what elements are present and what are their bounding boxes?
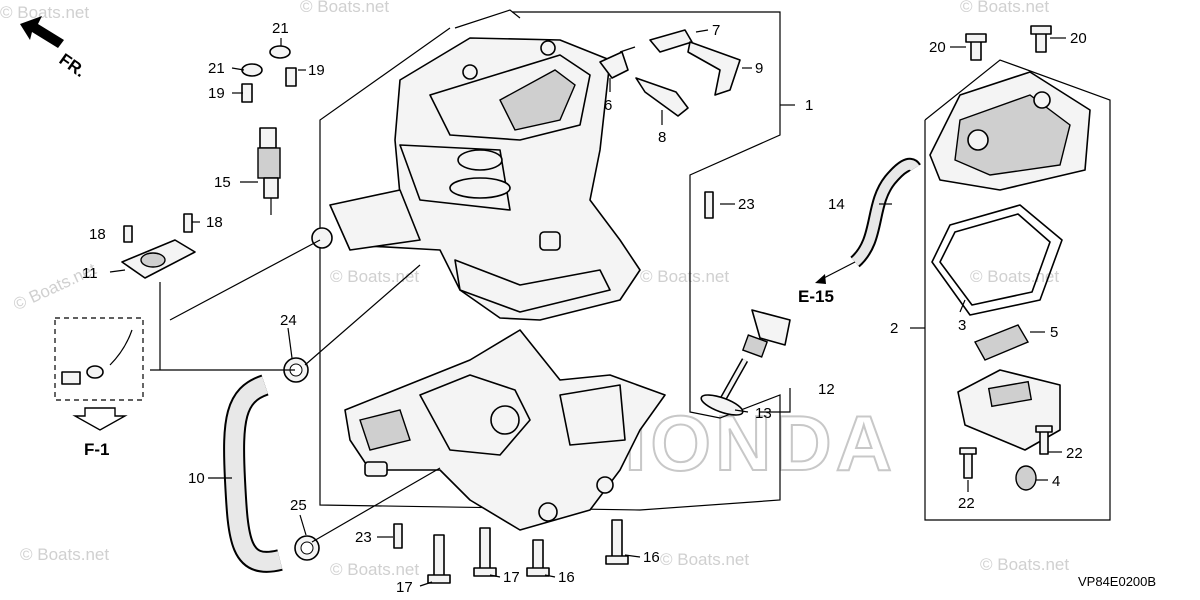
watermark-text: © Boats.net [20,545,109,564]
assembly-2-frame [924,59,1111,521]
label-part-24: 24 [280,312,297,329]
bolt-22b-icon [1035,425,1053,455]
assembly-1-frame [319,11,781,511]
label-part-13: 13 [755,405,772,422]
label-part-3: 3 [958,317,966,334]
watermark-text: © Boats.net [330,560,419,579]
label-part-16a: 16 [643,549,660,566]
label-part-16b: 16 [558,569,575,586]
leader-lines [109,29,1066,587]
label-part-21b: 21 [272,20,289,37]
breather-chamber [957,369,1061,451]
valve-rocker-parts [599,29,741,117]
watermark-text: © Boats.net [330,267,419,286]
part-labels: 1 2 3 4 5 6 7 8 9 10 11 12 13 14 15 16 1… [82,20,1087,596]
head-cover-gasket-inner [939,213,1051,306]
label-part-22b: 22 [958,495,975,512]
breather-plate [121,239,196,279]
label-part-1: 1 [805,97,813,114]
watermark-text: © Boats.net [0,3,89,22]
dipstick-gasket [700,394,744,416]
rocker-arm-6 [599,51,629,79]
breather-element [974,324,1030,361]
label-part-23a: 23 [738,196,755,213]
label-part-17b: 17 [503,569,520,586]
label-part-4: 4 [1052,473,1060,490]
watermark-text: © Boats.net [970,267,1059,286]
label-part-23b: 23 [355,529,372,546]
bolt-16a-icon [526,539,550,577]
label-part-2: 2 [890,320,898,337]
label-part-20a: 20 [929,39,946,56]
watermark-text: © Boats.net [960,0,1049,16]
leader-line [619,46,636,53]
label-part-10: 10 [188,470,205,487]
reference-arrow-icon [815,261,856,284]
label-part-15: 15 [214,174,231,191]
bolt-20a-icon [965,33,987,61]
bolt-16b-icon [605,519,629,565]
head-cover-gasket [931,204,1063,316]
nut-21a-icon [241,63,263,77]
ground-terminal [61,329,133,385]
front-direction-arrow-icon: FR. [20,16,89,81]
oil-dipstick [714,309,791,410]
label-part-8: 8 [658,129,666,146]
diagram-code: VP84E0200B [1078,574,1156,589]
rocker-arm-9 [687,41,741,96]
nut-21b-icon [269,45,291,59]
label-part-9: 9 [755,60,763,77]
reference-arrow-icon [72,407,128,431]
ref-e15-label: E-15 [798,287,834,306]
label-part-22a: 22 [1066,445,1083,462]
breather-hose-14 [851,159,920,266]
head-cover-frame [454,9,521,29]
label-part-25: 25 [290,497,307,514]
label-part-20b: 20 [1070,30,1087,47]
shaft-8 [635,77,689,117]
holder-7 [649,29,693,53]
bolt-17a-icon [427,534,451,584]
bolt-17b-icon [473,527,497,577]
watermark-text: © Boats.net [980,555,1069,574]
label-part-11: 11 [82,265,98,282]
label-part-7: 7 [712,22,720,39]
head-cover [929,71,1091,191]
engine-cylinder-block [311,37,641,321]
clamp-24-icon [283,357,309,383]
label-part-18b: 18 [206,214,223,231]
engine-crankcase [344,329,666,531]
label-part-12: 12 [818,381,835,398]
label-part-14: 14 [828,196,845,213]
label-part-5: 5 [1050,324,1058,341]
bolt-22a-icon [959,447,977,479]
hose-10 [225,376,283,571]
watermark-text: © Boats.net [660,550,749,569]
watermark-text: © Boats.net [300,0,389,16]
bolt-18a-icon [123,225,133,243]
label-part-19b: 19 [308,62,325,79]
dowel-pin-23b-icon [393,523,403,549]
ref-f1-label: F-1 [84,440,110,459]
grommet-4 [1015,465,1037,491]
spark-plug [257,127,281,215]
label-part-18a: 18 [89,226,106,243]
dowel-pin-23a-icon [704,191,714,219]
bolt-18b-icon [183,213,193,233]
label-part-6: 6 [604,97,612,114]
f1-reference-box [54,317,144,401]
label-part-17a: 17 [396,579,413,596]
bolt-20b-icon [1030,25,1052,53]
label-part-19a: 19 [208,85,225,102]
label-part-21a: 21 [208,60,225,77]
bolt-19b-icon [285,67,297,87]
bolt-19a-icon [241,83,253,103]
front-label: FR. [56,50,89,81]
watermark-text: © Boats.net [640,267,729,286]
